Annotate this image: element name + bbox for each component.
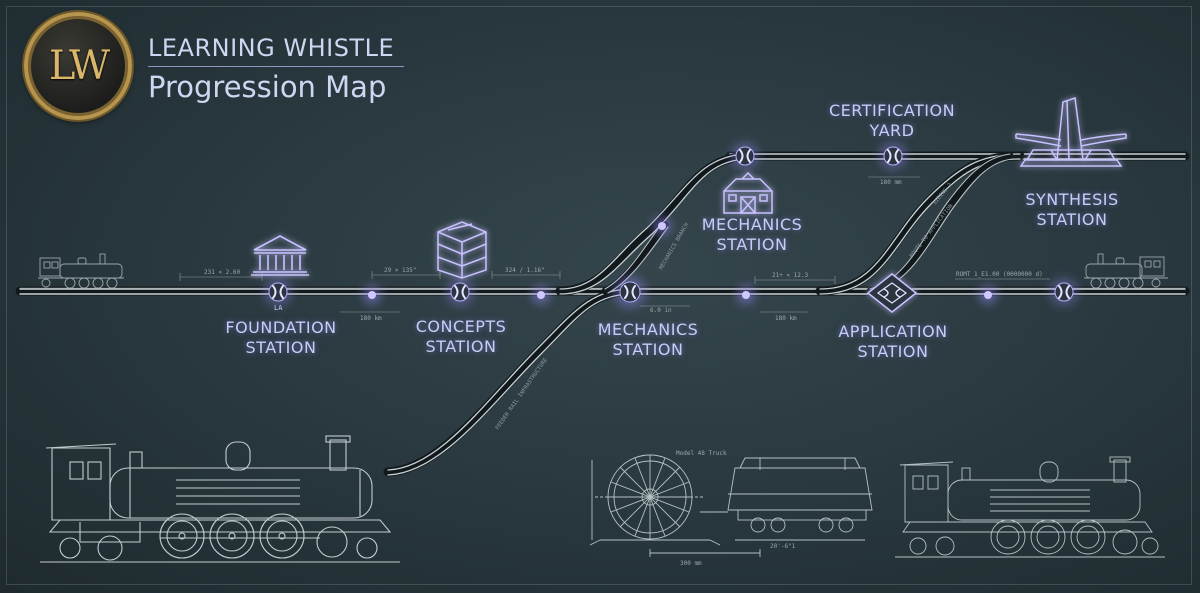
mechanics-upper-station-line1: MECHANICS bbox=[701, 215, 803, 234]
dim-label-2: 29 × 135" bbox=[384, 267, 417, 274]
diamond-icon bbox=[866, 273, 918, 313]
dim-label-6: 180 km bbox=[360, 315, 382, 322]
waypoint-dot-3[interactable] bbox=[737, 286, 755, 304]
application-station-label[interactable]: APPLICATION STATION bbox=[830, 322, 956, 362]
dim-label-9: 180 mm bbox=[880, 179, 902, 186]
brand-divider bbox=[148, 66, 404, 67]
logo-monogram: LW bbox=[48, 43, 110, 89]
dim-label-1: 231 × 2.60 bbox=[204, 269, 241, 276]
wheel-and-tender-schematic bbox=[589, 454, 873, 557]
waypoint-dot-2[interactable] bbox=[532, 286, 550, 304]
foundation-station-line1: FOUNDATION bbox=[225, 318, 337, 337]
certification-yard-line1: CERTIFICATION bbox=[828, 101, 956, 120]
foundation-switch-node[interactable] bbox=[264, 278, 292, 306]
certification-yard-line2: YARD bbox=[869, 121, 915, 140]
mechanics-upper-switch-node[interactable] bbox=[731, 142, 759, 170]
dim-label-8: 6.0 in bbox=[650, 307, 672, 314]
brand-header: LEARNING WHISTLE Progression Map bbox=[148, 34, 404, 104]
dim-label-wheel-base: 300 mm bbox=[680, 560, 702, 567]
mechanics-upper-station-line2: STATION bbox=[716, 235, 788, 254]
application-station-line2: STATION bbox=[857, 342, 929, 361]
synthesis-station-line1: SYNTHESIS bbox=[1025, 190, 1119, 209]
waypoint-dot-4[interactable] bbox=[979, 286, 997, 304]
dim-label-5: ROMT 1_E1.00 (0000000 d) bbox=[956, 271, 1043, 278]
foundation-station-line2: STATION bbox=[245, 338, 317, 357]
large-locomotive-blueprint-right bbox=[895, 456, 1165, 558]
learning-whistle-logo[interactable]: LW bbox=[24, 12, 132, 120]
small-locomotive-left bbox=[38, 253, 124, 289]
upper-line-track bbox=[725, 151, 1190, 161]
dim-label-tender: 20'-6"1 bbox=[770, 543, 796, 550]
dim-label-7: 180 km bbox=[775, 315, 797, 322]
certification-yard-label[interactable]: CERTIFICATION YARD bbox=[826, 101, 958, 141]
bank-icon bbox=[251, 235, 309, 276]
crossover-track bbox=[815, 151, 1025, 296]
mechanics-main-station-line1: MECHANICS bbox=[597, 320, 699, 339]
waypoint-dot-1[interactable] bbox=[363, 286, 381, 304]
dim-label-truck: Model 48 Truck bbox=[676, 450, 727, 457]
foundation-node-label: LA bbox=[274, 304, 283, 312]
concepts-station-line1: CONCEPTS bbox=[415, 317, 507, 336]
large-locomotive-blueprint-left bbox=[40, 435, 400, 563]
certification-switch-node[interactable] bbox=[879, 142, 907, 170]
mechanics-upper-station-label[interactable]: MECHANICS STATION bbox=[694, 215, 810, 255]
station-nodes: LA bbox=[264, 142, 1078, 312]
terminal-switch-node[interactable] bbox=[1050, 278, 1078, 306]
crates-icon bbox=[437, 221, 487, 279]
dim-label-3: 324 / 1.16" bbox=[505, 267, 545, 274]
mechanics-main-station-line2: STATION bbox=[612, 340, 684, 359]
synthesis-station-label[interactable]: SYNTHESIS STATION bbox=[1016, 190, 1128, 230]
monument-icon bbox=[1015, 97, 1127, 167]
brand-name: LEARNING WHISTLE bbox=[148, 34, 395, 62]
application-station-line1: APPLICATION bbox=[838, 322, 948, 341]
feeder-track bbox=[383, 286, 635, 477]
barn-icon bbox=[723, 171, 773, 214]
waypoint-dot-5[interactable] bbox=[653, 217, 671, 235]
mechanics-branch-track bbox=[555, 151, 750, 296]
dimension-annotations bbox=[179, 176, 1050, 313]
concepts-station-label[interactable]: CONCEPTS STATION bbox=[408, 317, 514, 357]
track-network bbox=[15, 151, 1190, 477]
small-locomotive-right bbox=[1084, 253, 1168, 289]
concepts-switch-node[interactable] bbox=[446, 278, 474, 306]
dim-label-4: 21+ × 12.3 bbox=[772, 272, 809, 279]
map-title: Progression Map bbox=[148, 70, 387, 104]
mechanics-main-station-label[interactable]: MECHANICS STATION bbox=[590, 320, 706, 360]
synthesis-station-line2: STATION bbox=[1036, 210, 1108, 229]
foundation-station-label[interactable]: FOUNDATION STATION bbox=[222, 318, 340, 358]
concepts-station-line2: STATION bbox=[425, 337, 497, 356]
mechanics-main-switch-node[interactable] bbox=[614, 276, 646, 308]
